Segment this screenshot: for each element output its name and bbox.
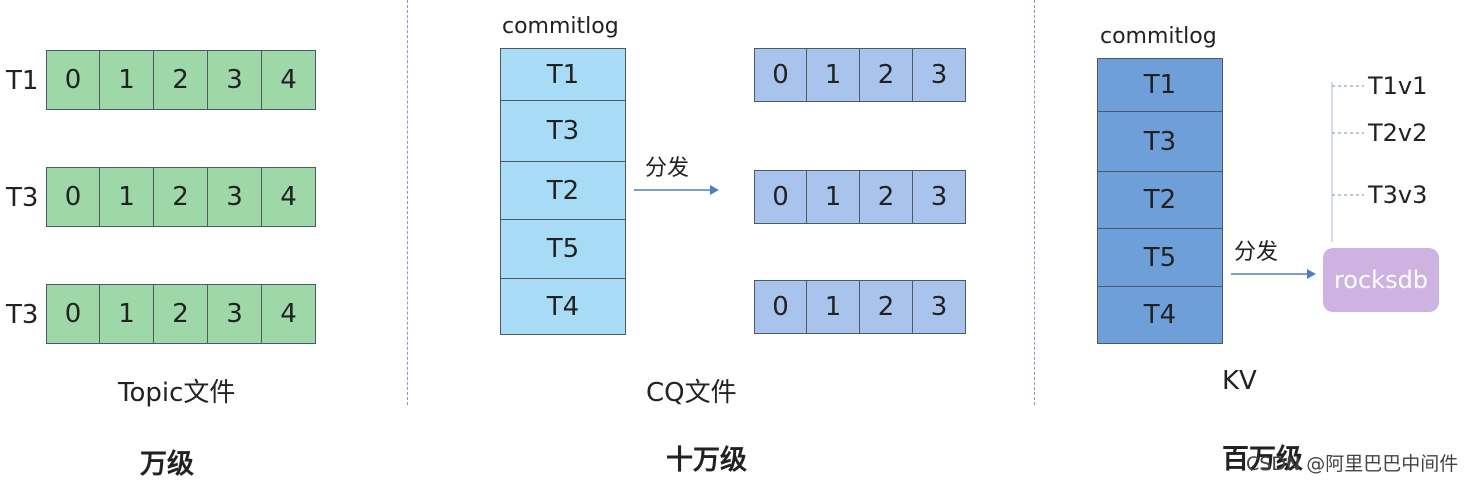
queue-cell: 1 <box>807 280 860 334</box>
queue-cell: 0 <box>754 48 807 102</box>
queue-cell: 3 <box>913 48 966 102</box>
queue-cell: 1 <box>100 284 154 344</box>
kv-entry: T3v3 <box>1368 181 1428 209</box>
queue-cell: 2 <box>860 170 913 224</box>
commitlog-label: commitlog <box>1100 24 1217 49</box>
queue-cell: 0 <box>754 170 807 224</box>
commitlog-stack: T1 T3 T2 T5 T4 <box>500 48 626 335</box>
queue-cell: 3 <box>208 167 262 227</box>
commitlog-entry: T3 <box>500 101 626 162</box>
commitlog-entry: T2 <box>500 162 626 220</box>
queue-cell: 3 <box>208 284 262 344</box>
dispatch-label: 分发 <box>1234 240 1279 265</box>
consume-queue-row: 0 1 2 3 <box>754 48 966 102</box>
queue-cell: 0 <box>46 50 100 110</box>
topic-tier-label: 万级 <box>140 449 194 480</box>
kv-entry: T1v1 <box>1368 72 1428 100</box>
commitlog-entry: T5 <box>1097 229 1223 287</box>
dispatch-label: 分发 <box>645 156 690 181</box>
topic-queue-row: 0 1 2 3 4 <box>46 284 316 344</box>
cq-tier-label: 十万级 <box>666 445 747 476</box>
queue-cell: 2 <box>860 280 913 334</box>
kv-tier-label: 百万级 <box>1222 444 1303 475</box>
queue-cell: 4 <box>262 167 316 227</box>
commitlog-entry: T4 <box>500 279 626 335</box>
queue-cell: 1 <box>807 48 860 102</box>
topic-row-label: T3 <box>6 183 39 213</box>
queue-cell: 3 <box>913 170 966 224</box>
queue-cell: 3 <box>913 280 966 334</box>
queue-cell: 2 <box>154 284 208 344</box>
commitlog-entry: T5 <box>500 220 626 279</box>
cq-caption: CQ文件 <box>646 378 737 408</box>
queue-cell: 2 <box>860 48 913 102</box>
topic-queue-row: 0 1 2 3 4 <box>46 50 316 110</box>
section-divider-2 <box>1034 0 1035 405</box>
dispatch-arrow <box>1231 269 1316 279</box>
queue-cell: 1 <box>100 50 154 110</box>
commitlog-entry: T2 <box>1097 172 1223 229</box>
commitlog-entry: T1 <box>500 48 626 101</box>
commitlog-stack: T1 T3 T2 T5 T4 <box>1097 58 1223 344</box>
section-divider-1 <box>407 0 408 405</box>
commitlog-label: commitlog <box>502 14 619 39</box>
queue-cell: 4 <box>262 50 316 110</box>
dispatch-arrow <box>634 185 719 195</box>
rocksdb-store: rocksdb <box>1323 248 1439 312</box>
queue-cell: 0 <box>46 167 100 227</box>
kv-tree-lines <box>1331 82 1364 242</box>
queue-cell: 0 <box>46 284 100 344</box>
queue-cell: 1 <box>100 167 154 227</box>
queue-cell: 0 <box>754 280 807 334</box>
consume-queue-row: 0 1 2 3 <box>754 280 966 334</box>
queue-cell: 4 <box>262 284 316 344</box>
queue-cell: 2 <box>154 167 208 227</box>
commitlog-entry: T4 <box>1097 287 1223 344</box>
queue-cell: 2 <box>154 50 208 110</box>
topic-queue-row: 0 1 2 3 4 <box>46 167 316 227</box>
kv-caption: KV <box>1222 366 1257 396</box>
consume-queue-row: 0 1 2 3 <box>754 170 966 224</box>
topic-row-label: T1 <box>6 66 39 96</box>
commitlog-entry: T1 <box>1097 58 1223 112</box>
commitlog-entry: T3 <box>1097 112 1223 172</box>
topic-caption: Topic文件 <box>118 378 236 408</box>
topic-row-label: T3 <box>6 300 39 330</box>
queue-cell: 1 <box>807 170 860 224</box>
watermark: CSDN @阿里巴巴中间件 <box>1246 453 1459 475</box>
queue-cell: 3 <box>208 50 262 110</box>
kv-entry: T2v2 <box>1368 119 1428 147</box>
